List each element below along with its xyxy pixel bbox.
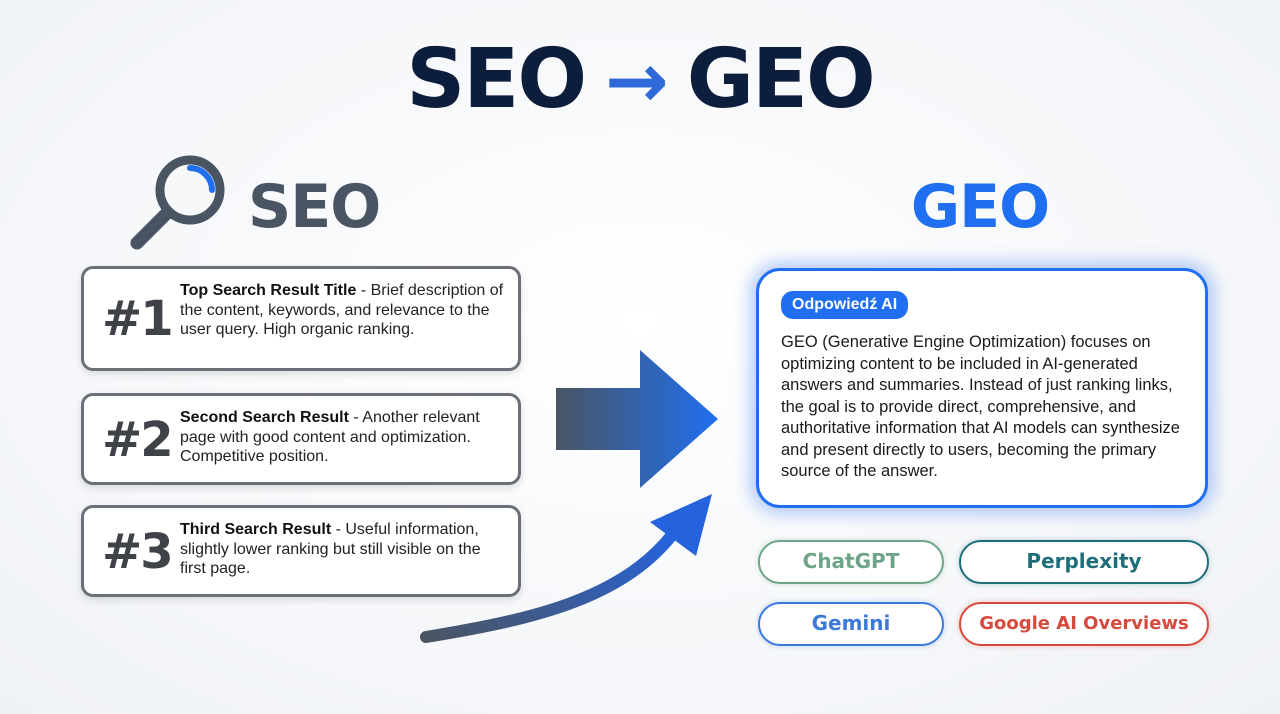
curved-arrow-head-icon [650, 494, 712, 556]
result-title: Top Search Result Title [180, 282, 357, 299]
seo-header: SEO [128, 150, 448, 260]
ai-answer-text: GEO (Generative Engine Optimization) foc… [781, 333, 1180, 480]
big-right-arrow-icon [556, 350, 718, 488]
result-rank: #2 [102, 412, 174, 468]
search-result-3: #3 Third Search Result - Useful informat… [81, 505, 521, 597]
engine-pill-gemini: Gemini [758, 602, 944, 646]
result-text: Third Search Result - Useful information… [180, 520, 510, 579]
result-description: - Another relevant page with good conten… [180, 409, 480, 465]
engine-pill-perplexity: Perplexity [959, 540, 1209, 584]
title-geo: GEO [686, 32, 876, 127]
title-seo: SEO [406, 32, 587, 127]
magnifier-icon [130, 155, 225, 250]
result-text: Top Search Result Title - Brief descript… [180, 281, 510, 340]
title-arrow-icon: → [605, 36, 669, 125]
result-text: Second Search Result - Another relevant … [180, 408, 510, 467]
ai-answer-card: Odpowiedź AI GEO (Generative Engine Opti… [756, 268, 1208, 508]
result-title: Second Search Result [180, 409, 349, 426]
result-description: - Brief description of the content, keyw… [180, 282, 504, 338]
curved-arrow-icon [420, 529, 678, 643]
engine-pill-google-ai-overviews: Google AI Overviews [959, 602, 1209, 646]
result-description: - Useful information, slightly lower ran… [180, 521, 481, 577]
engine-pill-chatgpt: ChatGPT [758, 540, 944, 584]
result-rank: #1 [102, 291, 174, 347]
search-result-1: #1 Top Search Result Title - Brief descr… [81, 266, 521, 371]
geo-heading: GEO [910, 172, 1050, 242]
ai-answer-badge: Odpowiedź AI [781, 291, 909, 319]
result-title: Third Search Result [180, 521, 332, 538]
seo-heading: SEO [248, 172, 381, 242]
result-rank: #3 [102, 524, 174, 580]
main-title: SEO→GEO [0, 38, 1280, 123]
search-result-2: #2 Second Search Result - Another releva… [81, 393, 521, 485]
